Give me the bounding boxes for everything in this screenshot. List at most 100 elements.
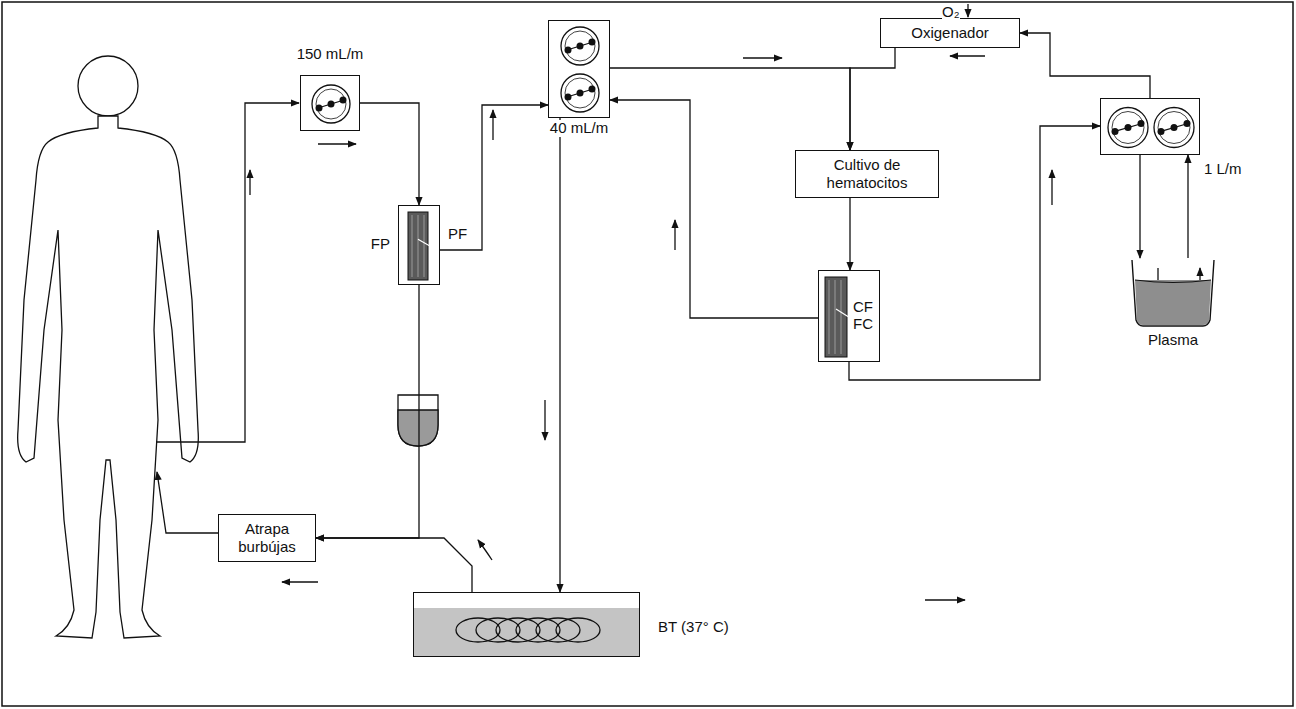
flow-arrows [250, 56, 1200, 600]
filter-flow [836, 309, 855, 321]
roller [589, 39, 596, 46]
fiber [424, 215, 425, 277]
flow-arrows [492, 110, 493, 140]
coil-loop [556, 618, 600, 642]
pump-drawing [301, 76, 359, 130]
roller [589, 86, 596, 93]
drip-chamber [398, 410, 438, 446]
coil-loop [516, 618, 560, 642]
fiber [418, 215, 419, 277]
o2-inlet [967, 4, 968, 17]
oxygenator-box: Oxigenador [880, 18, 1020, 48]
fiber [835, 280, 836, 354]
filter-flow [418, 239, 436, 249]
flow-arrows [478, 540, 492, 560]
filter-cartridge [408, 212, 428, 280]
plasma-reservoir-drawing [1128, 258, 1218, 326]
pump: 150 mL/m [300, 75, 360, 131]
plasma-reservoir: Plasma [1128, 258, 1218, 326]
node-label: Plasma [1147, 332, 1199, 349]
roller [1158, 128, 1165, 135]
flow-arrows [950, 55, 985, 56]
roller [340, 97, 347, 104]
fiber [412, 215, 413, 277]
bath-coil [456, 618, 600, 642]
roller [328, 101, 335, 108]
node-label: FP [370, 236, 391, 253]
roller [1112, 128, 1119, 135]
coil-loop [476, 618, 520, 642]
beaker-liquid [1135, 280, 1211, 325]
flow-arrows [1051, 170, 1052, 205]
flow-line [850, 48, 895, 150]
fiber [841, 280, 842, 354]
flow-arrows [674, 220, 675, 250]
node-label: FC [852, 316, 874, 333]
roller [577, 43, 584, 50]
flow-arrows [249, 170, 250, 195]
flow-line [316, 538, 472, 592]
roller [316, 105, 323, 112]
roller [1125, 124, 1132, 131]
coil-loop [456, 618, 500, 642]
flow-arrows [925, 599, 965, 600]
coil-loop [536, 618, 580, 642]
pump-rotor [1154, 108, 1194, 148]
drip-chamber [398, 395, 438, 446]
double-pump: 1 L/m [1100, 98, 1200, 155]
flow-line [1020, 33, 1150, 98]
box-text: Atrapa burbújas [227, 520, 307, 556]
roller [1184, 120, 1191, 127]
node-label: 1 L/m [1203, 161, 1243, 178]
flow-line [360, 103, 419, 205]
roller [1171, 124, 1178, 131]
roller [565, 47, 572, 54]
plasma-filter-drawing [399, 206, 439, 284]
pump-rotor [561, 74, 599, 112]
pump-track [316, 89, 346, 119]
node-label: BT (37° C) [657, 619, 730, 636]
flow-line [316, 285, 419, 538]
bubble-trap-box: Atrapa burbújas [218, 514, 316, 562]
human-figure [78, 56, 138, 116]
fiber [829, 280, 830, 354]
node-label: 150 mL/m [296, 46, 365, 63]
beaker-outline [1132, 260, 1214, 326]
pump-rotor [561, 27, 599, 65]
pump-rotor [312, 85, 350, 123]
flow-arrows [282, 581, 318, 582]
pump-track [565, 78, 595, 108]
human-figure [18, 116, 199, 638]
double-pump: 40 mL/m [548, 20, 610, 118]
filter-cartridge [825, 277, 847, 357]
culture-box: Cultivo de hematocitos [795, 150, 939, 198]
box-text: Cultivo de hematocitos [804, 156, 930, 192]
patient-lines [157, 472, 218, 533]
water-bath: BT (37° C) [413, 592, 640, 657]
roller [577, 90, 584, 97]
flow-line [849, 198, 850, 270]
pump-track [1112, 112, 1144, 144]
pump-rotor [1108, 108, 1148, 148]
water-bath-fill [414, 608, 639, 656]
flow-line [1139, 155, 1140, 258]
flow-arrows [318, 143, 356, 144]
pump-track [1158, 112, 1190, 144]
patient-lines [156, 103, 299, 533]
node-label: 40 mL/m [549, 120, 609, 137]
roller [565, 94, 572, 101]
o2-inlet [967, 4, 968, 17]
node-label: PF [447, 226, 468, 243]
plasma-filter: FPPF [398, 205, 440, 285]
node-label: CF [852, 299, 874, 316]
double-pump-drawing [549, 21, 609, 117]
flow-line [610, 68, 850, 150]
flow-arrows [743, 57, 782, 58]
coil-loop [496, 618, 540, 642]
flow-line [440, 105, 548, 250]
box-text: Oxigenador [911, 24, 989, 42]
pump-track [565, 31, 595, 61]
double-pump-drawing [1101, 99, 1199, 154]
